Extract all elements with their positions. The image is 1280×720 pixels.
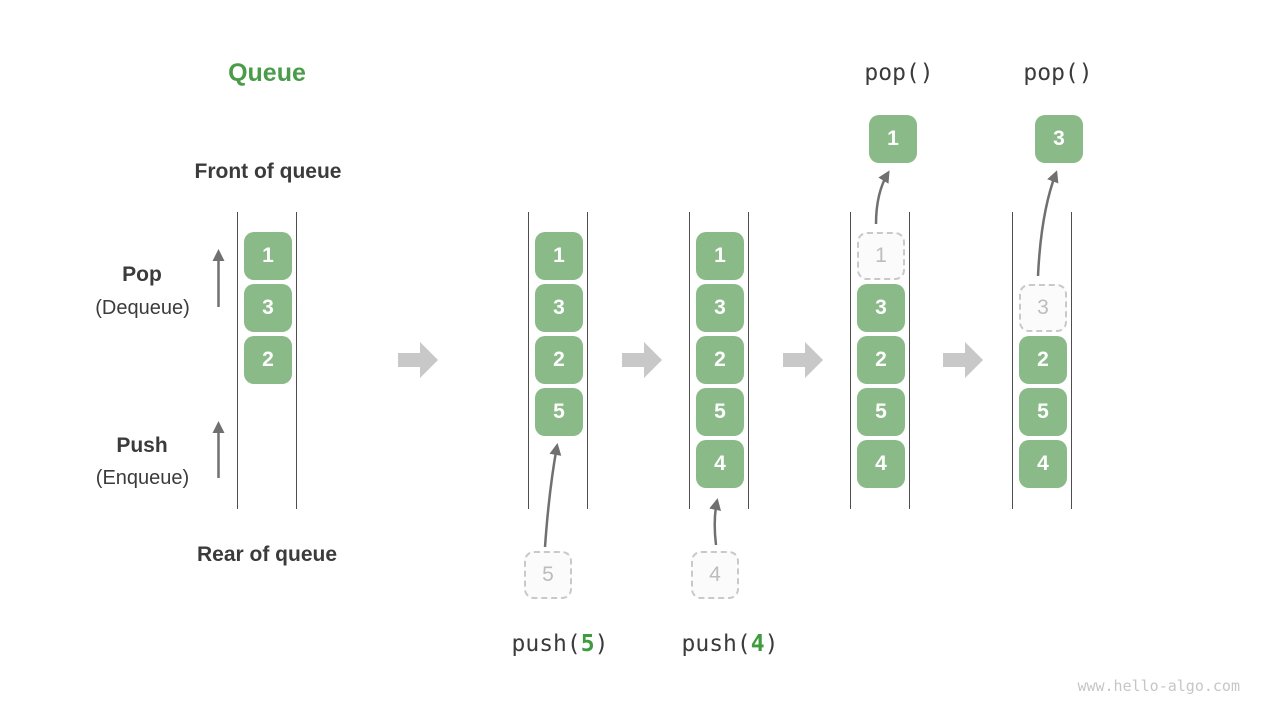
queue-column-2 xyxy=(528,212,588,509)
queue-column-1 xyxy=(237,212,297,509)
queue-element: 3 xyxy=(857,284,905,332)
queue-element: 4 xyxy=(696,440,744,488)
enqueue-label: (Enqueue) xyxy=(95,467,190,489)
popped-element: 3 xyxy=(1035,115,1083,163)
push-call-label: push(5) xyxy=(480,631,640,657)
queue-element: 2 xyxy=(1019,336,1067,384)
queue-element-ghost: 1 xyxy=(857,232,905,280)
queue-element: 2 xyxy=(535,336,583,384)
push-call-prefix: push( xyxy=(681,631,751,657)
incoming-element: 4 xyxy=(691,551,739,599)
transition-arrow-icon xyxy=(783,342,823,378)
push-call-value: 5 xyxy=(580,631,595,657)
push-call-suffix: ) xyxy=(764,631,779,657)
queue-element: 2 xyxy=(244,336,292,384)
queue-element: 4 xyxy=(1019,440,1067,488)
rear-of-queue-label: Rear of queue xyxy=(196,543,338,566)
push-label: Push xyxy=(116,434,168,457)
queue-element: 5 xyxy=(535,388,583,436)
queue-element-ghost: 3 xyxy=(1019,284,1067,332)
queue-element: 1 xyxy=(696,232,744,280)
push-call-value: 4 xyxy=(750,631,765,657)
queue-element: 2 xyxy=(696,336,744,384)
dequeue-label: (Dequeue) xyxy=(95,297,190,319)
queue-element: 3 xyxy=(535,284,583,332)
pop-label: Pop xyxy=(122,263,162,286)
push-call-suffix: ) xyxy=(594,631,609,657)
incoming-element: 5 xyxy=(524,551,572,599)
transition-arrow-icon xyxy=(943,342,983,378)
popped-element: 1 xyxy=(869,115,917,163)
queue-element: 3 xyxy=(244,284,292,332)
watermark: www.hello-algo.com xyxy=(1077,677,1240,695)
queue-column-3 xyxy=(689,212,749,509)
queue-element: 2 xyxy=(857,336,905,384)
push-call-label: push(4) xyxy=(650,631,810,657)
push-call-prefix: push( xyxy=(511,631,581,657)
queue-element: 3 xyxy=(696,284,744,332)
queue-element: 5 xyxy=(696,388,744,436)
transition-arrow-icon xyxy=(398,342,438,378)
queue-element: 1 xyxy=(244,232,292,280)
queue-element: 5 xyxy=(1019,388,1067,436)
queue-element: 5 xyxy=(857,388,905,436)
queue-column-5 xyxy=(1012,212,1072,509)
front-of-queue-label: Front of queue xyxy=(194,160,342,183)
pop-call-label: pop() xyxy=(1023,60,1093,86)
pop-call-label: pop() xyxy=(864,60,934,86)
queue-element: 4 xyxy=(857,440,905,488)
diagram-title: Queue xyxy=(228,59,306,87)
transition-arrow-icon xyxy=(622,342,662,378)
queue-element: 1 xyxy=(535,232,583,280)
queue-column-4 xyxy=(850,212,910,509)
